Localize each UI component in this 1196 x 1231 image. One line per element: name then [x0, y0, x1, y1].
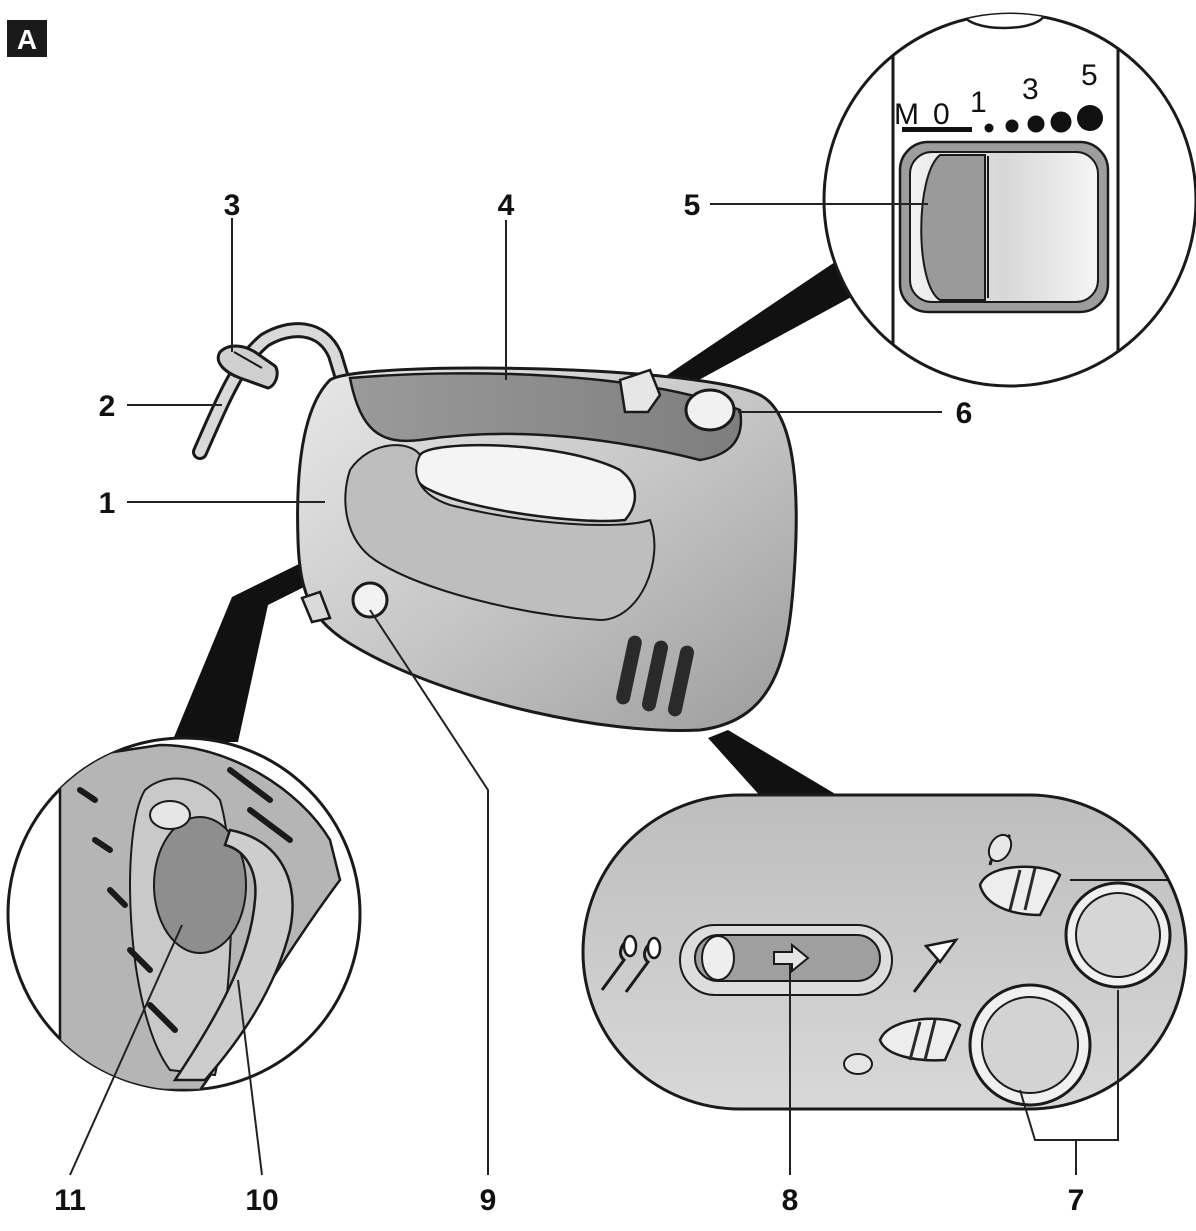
cord-clip — [216, 344, 279, 390]
callout-8: 8 — [782, 1184, 799, 1217]
callout-9: 9 — [480, 1184, 497, 1217]
zoom-speed-switch: M 0 1 3 5 — [822, 12, 1196, 388]
power-cord — [192, 322, 350, 460]
callout-10: 10 — [245, 1184, 278, 1217]
turbo-button — [684, 388, 736, 432]
badge-label: A — [17, 24, 37, 55]
callout-7: 7 — [1068, 1184, 1085, 1217]
callout-2: 2 — [99, 390, 116, 423]
callout-5: 5 — [684, 189, 701, 222]
zoom-underside — [581, 793, 1188, 1111]
callout-4: 4 — [498, 189, 515, 222]
zoom-release-detail — [6, 736, 362, 1092]
zoom-beam-bottom — [708, 730, 842, 798]
zoom-beam-left — [172, 562, 318, 742]
beater-socket-left — [968, 983, 1092, 1107]
mixer-body — [296, 366, 798, 732]
speed-label-m: M — [894, 98, 919, 131]
leader-lines — [69, 203, 1119, 1176]
zoom-beam-top — [642, 262, 855, 400]
callout-1: 1 — [99, 487, 116, 520]
figure-badge: A — [7, 20, 47, 57]
speed-label-5: 5 — [1081, 59, 1098, 92]
speed-label-0: 0 — [933, 98, 950, 131]
beater-socket-right — [1064, 881, 1172, 989]
vents — [616, 635, 695, 717]
callout-6: 6 — [956, 397, 973, 430]
side-button — [351, 581, 389, 619]
speed-label-3: 3 — [1022, 73, 1039, 106]
dough-hook-symbol-icon — [912, 938, 959, 993]
callout-numbers: 3 2 1 4 5 6 11 10 9 8 7 — [54, 189, 1084, 1217]
callout-3: 3 — [224, 189, 241, 222]
callout-11: 11 — [54, 1184, 86, 1217]
beater-symbol-icon — [600, 934, 662, 993]
speed-label-1: 1 — [970, 86, 987, 119]
